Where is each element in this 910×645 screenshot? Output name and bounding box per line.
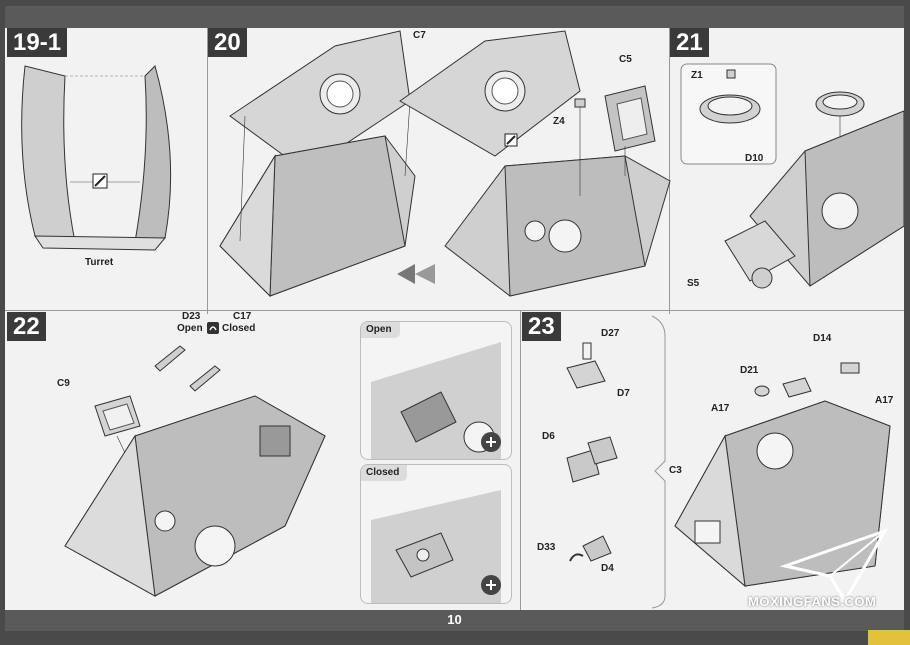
label-d7: D7 xyxy=(617,388,630,399)
label-z4: Z4 xyxy=(553,116,565,127)
inset-title: Open xyxy=(361,322,400,338)
label-closed: Closed xyxy=(222,323,256,334)
accent-strip xyxy=(868,630,910,645)
cement-icon xyxy=(92,173,108,189)
label-c9: C9 xyxy=(57,378,70,389)
step-19-1-number: 19-1 xyxy=(7,28,68,57)
step-22-illustration xyxy=(64,322,326,597)
arrow-icon xyxy=(397,264,435,284)
step-23-number: 23 xyxy=(522,312,561,341)
instruction-page: 19-1 Turret 20 xyxy=(5,6,904,631)
zoom-in-icon xyxy=(481,432,501,452)
label-d21: D21 xyxy=(740,365,759,376)
label-d33: D33 xyxy=(537,542,556,553)
inset-closed: Closed xyxy=(360,464,512,604)
watermark: MOXINGFANS.COM xyxy=(748,594,877,609)
cement-icon xyxy=(504,133,518,147)
label-c3: C3 xyxy=(669,465,682,476)
top-border xyxy=(5,6,904,28)
step-21-number: 21 xyxy=(670,28,709,57)
label-z1: Z1 xyxy=(691,70,703,81)
step-23-illustration xyxy=(566,315,891,609)
bottom-border xyxy=(5,610,904,631)
paper-plane-logo-icon xyxy=(779,528,889,604)
divider xyxy=(520,311,521,610)
label-d14: D14 xyxy=(813,333,832,344)
step-20-number: 20 xyxy=(208,28,247,57)
label-d4: D4 xyxy=(601,563,614,574)
zoom-in-icon xyxy=(481,575,501,595)
turn-icon xyxy=(207,322,219,334)
divider xyxy=(669,28,670,314)
step-22-number: 22 xyxy=(7,312,46,341)
step-20-illustration xyxy=(219,30,671,298)
label-c17: C17 xyxy=(233,311,252,322)
label-s5: S5 xyxy=(687,278,700,289)
page-number: 10 xyxy=(447,612,462,627)
turret-label: Turret xyxy=(85,257,114,268)
inset-open: Open xyxy=(360,321,512,460)
step-21-illustration xyxy=(680,63,904,289)
label-c5: C5 xyxy=(619,54,632,65)
label-d10: D10 xyxy=(745,153,764,164)
label-a17-left: A17 xyxy=(711,403,730,414)
step-19-1-illustration xyxy=(21,65,172,251)
label-c7: C7 xyxy=(413,30,426,41)
label-d23: D23 xyxy=(182,311,201,322)
label-d6: D6 xyxy=(542,431,555,442)
divider xyxy=(207,28,208,314)
label-d27: D27 xyxy=(601,328,620,339)
inset-title: Closed xyxy=(361,465,408,481)
divider xyxy=(5,310,904,311)
label-a17-right: A17 xyxy=(875,395,894,406)
label-open: Open xyxy=(177,323,203,334)
